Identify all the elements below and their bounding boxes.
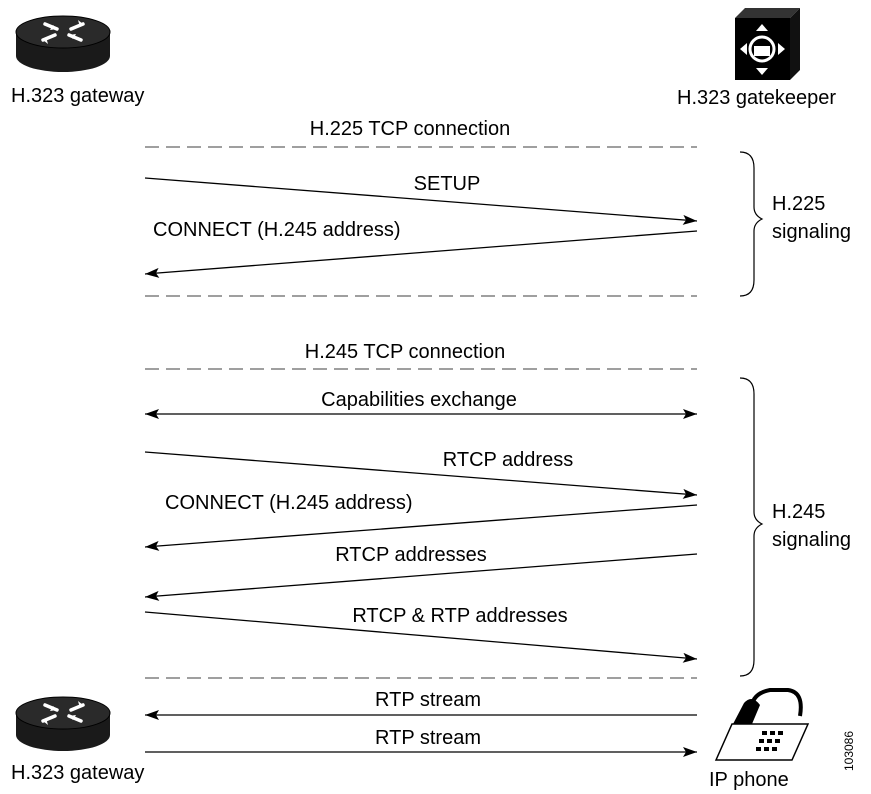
h225-brace [739,151,764,297]
connect-arrow-h225 [144,230,698,278]
connect-label-h245: CONNECT (H.245 address) [165,492,413,514]
h225-signaling-label: H.225 signaling [772,193,851,243]
h245-brace [739,377,764,677]
setup-arrow [144,177,698,225]
h245-signaling-label: H.245 signaling [772,501,851,551]
connect-label-h225: CONNECT (H.245 address) [153,219,401,241]
connect-arrow-h245 [144,504,698,551]
h225-connection-label: H.225 TCP connection [309,118,511,140]
rtcp-rtp-addresses-arrow [144,611,698,663]
rtcp-addresses-arrow [144,553,698,601]
rtp-stream-label-bottom: RTP stream [375,727,481,749]
h245-connection-label: H.245 TCP connection [304,341,506,363]
rtcp-addresses-label: RTCP addresses [335,544,487,566]
rtcp-rtp-addresses-label: RTCP & RTP addresses [352,605,568,627]
ip-phone-icon [714,688,810,761]
router-icon-top [15,15,111,72]
figure-id: 103086 [842,730,857,772]
gatekeeper-label: H.323 gatekeeper [677,87,837,109]
router-icon-bottom [15,696,111,751]
capabilities-label: Capabilities exchange [321,389,517,411]
gateway-label-bottom: H.323 gateway [11,762,145,784]
gateway-label-top: H.323 gateway [11,85,145,107]
rtcp-address-arrow [144,451,698,499]
setup-label: SETUP [413,173,481,195]
gatekeeper-icon [735,8,800,80]
rtp-stream-label-top: RTP stream [375,689,481,711]
phone-label: IP phone [709,769,789,791]
rtcp-address-label: RTCP address [442,449,574,471]
